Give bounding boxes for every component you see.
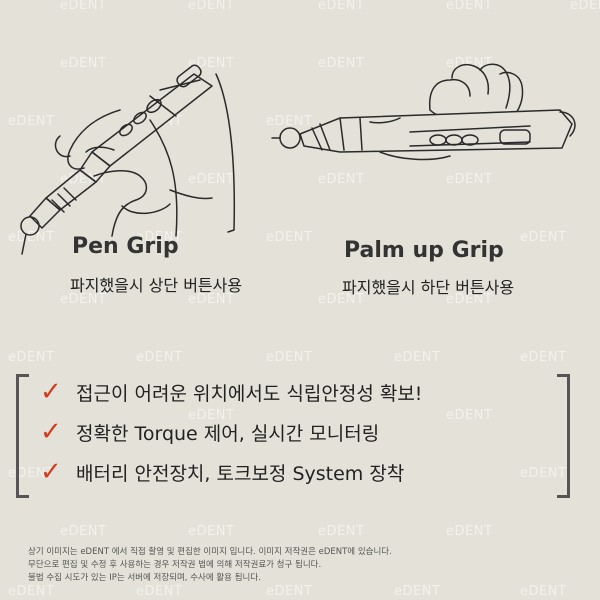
right-bracket xyxy=(557,374,570,498)
copyright-line: 무단으로 편집 및 수정 후 사용하는 경우 저작권 법에 의해 저작권료가 청… xyxy=(28,560,322,570)
left-bracket xyxy=(16,374,29,498)
palm-grip-description: 파지했을시 하단 버튼사용 xyxy=(342,278,515,297)
copyright-line: 상기 이미지는 eDENT 에서 직접 촬영 및 편집한 이미지 입니다. 이미… xyxy=(28,547,392,557)
checkmark-icon: ✓ xyxy=(40,377,62,407)
feature-item: ✓ 배터리 안전장치, 토크보정 System 장착 xyxy=(40,452,570,492)
checkmark-icon: ✓ xyxy=(40,457,62,487)
copyright-notice: 상기 이미지는 eDENT 에서 직접 촬영 및 편집한 이미지 입니다. 이미… xyxy=(28,546,588,585)
checkmark-icon: ✓ xyxy=(40,417,62,447)
copyright-line: 불법 수집 시도가 있는 IP는 서버에 저장되며, 수사에 활용 됩니다. xyxy=(28,573,261,583)
pen-grip-title: Pen Grip xyxy=(72,234,179,259)
feature-item: ✓ 정확한 Torque 제어, 실시간 모니터링 xyxy=(40,412,570,452)
feature-text: 접근이 어려운 위치에서도 식립안정성 확보! xyxy=(76,382,423,405)
feature-item: ✓ 접근이 어려운 위치에서도 식립안정성 확보! xyxy=(40,372,570,412)
palm-grip-title: Palm up Grip xyxy=(344,238,504,263)
pen-grip-description: 파지했을시 상단 버튼사용 xyxy=(70,276,243,295)
feature-list: ✓ 접근이 어려운 위치에서도 식립안정성 확보! ✓ 정확한 Torque 제… xyxy=(40,372,570,492)
feature-text: 정확한 Torque 제어, 실시간 모니터링 xyxy=(76,422,380,445)
feature-text: 배터리 안전장치, 토크보정 System 장착 xyxy=(76,462,405,485)
